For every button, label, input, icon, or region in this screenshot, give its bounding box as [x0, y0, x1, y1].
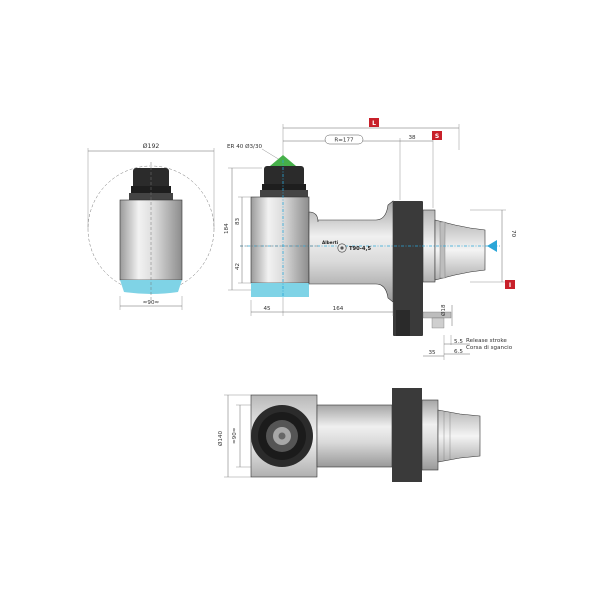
model-label: T90-4,5	[349, 246, 371, 252]
side-toolholder-taper	[434, 219, 486, 281]
dim-45-label: 45	[263, 306, 271, 312]
bottom-view: Ø140 ≈90≈	[217, 388, 481, 482]
dim-164-label: 164	[333, 306, 344, 312]
side-flange	[393, 201, 423, 336]
bottom-toolholder	[437, 409, 481, 463]
side-vertical-body	[250, 196, 310, 284]
svg-text:S: S	[435, 133, 439, 140]
svg-text:I: I	[509, 282, 511, 289]
dim-38-label: 38	[408, 135, 416, 141]
side-collet-nut	[264, 166, 304, 186]
dim-42-label: 42	[235, 263, 241, 270]
tag-L	[369, 118, 379, 127]
dim-6-5-label: 6.5	[454, 349, 463, 355]
brand-label: Alberti	[322, 240, 339, 245]
diameter-192-label: Ø192	[143, 142, 160, 150]
collet-label: ER 40 Ø3/30	[227, 143, 263, 150]
dim-5-5-label: 5.5	[454, 339, 463, 345]
side-horizontal-arm	[308, 200, 394, 303]
radius-label: R=177	[334, 138, 354, 144]
dim-70-label: 70	[510, 230, 516, 238]
radius-badge	[324, 134, 364, 145]
bottom-flange	[392, 388, 422, 482]
width-90-front-label: ≈90≈	[143, 300, 160, 306]
dim-35-label: 35	[428, 350, 436, 356]
width-90-bottom-label: ≈90≈	[232, 427, 238, 444]
tag-I	[505, 280, 515, 289]
dim-184-label: 184	[224, 223, 230, 234]
tag-S	[432, 131, 442, 140]
release-stroke-it-label: Corsa di sgancio	[466, 345, 513, 351]
side-cyan-base	[251, 283, 309, 297]
release-stroke-label: Release stroke	[466, 338, 507, 344]
diameter-140-label: Ø140	[217, 430, 224, 446]
bottom-arm	[316, 404, 393, 468]
svg-text:L: L	[372, 120, 376, 127]
dim-18-label: Ø18	[440, 304, 447, 316]
side-view: R=177 38 ER 40 Ø3/30 L S	[224, 118, 516, 360]
dim-83-label: 83	[235, 217, 241, 225]
front-view: Ø192 ≈90≈	[87, 142, 215, 310]
